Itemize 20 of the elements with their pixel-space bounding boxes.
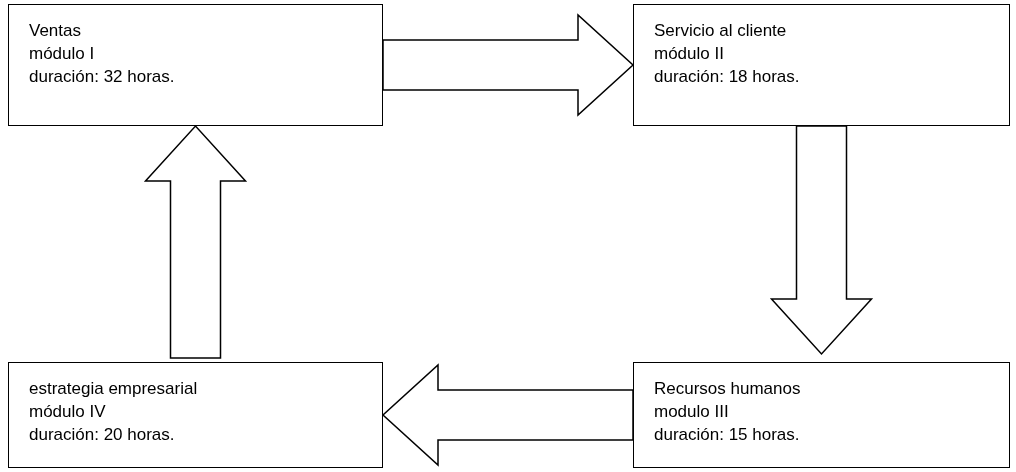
- module-name: estrategia empresarial: [29, 378, 198, 400]
- block-arrow: [769, 125, 874, 356]
- duration-label: duración: 20 horas.: [29, 424, 175, 446]
- duration-label: duración: 18 horas.: [654, 66, 800, 88]
- module-name: Ventas: [29, 20, 81, 42]
- duration-label: duración: 15 horas.: [654, 424, 800, 446]
- block-arrow: [143, 124, 248, 359]
- module-number: modulo III: [654, 401, 729, 423]
- module-box: [8, 362, 383, 468]
- module-name: Servicio al cliente: [654, 20, 787, 42]
- block-arrow: [382, 13, 635, 117]
- block-arrow: [381, 363, 634, 467]
- module-number: módulo IV: [29, 401, 106, 423]
- module-box: [633, 362, 1010, 468]
- duration-label: duración: 32 horas.: [29, 66, 175, 88]
- module-number: módulo I: [29, 43, 95, 65]
- module-number: módulo II: [654, 43, 724, 65]
- module-name: Recursos humanos: [654, 378, 801, 400]
- module-box: [633, 4, 1010, 126]
- module-box: [8, 4, 383, 126]
